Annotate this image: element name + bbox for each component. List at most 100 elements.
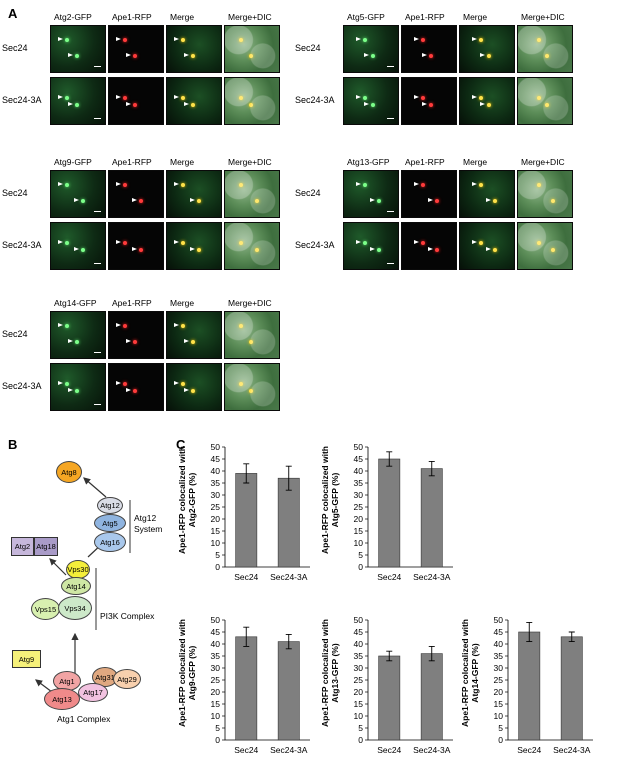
y-tick-label: 5 [358,550,363,560]
puncta [371,103,375,107]
y-tick-label: 40 [211,639,221,649]
puncta [81,199,85,203]
column-header: Merge+DIC [521,12,565,22]
puncta [545,54,549,58]
puncta [133,340,137,344]
puncta [537,183,541,187]
puncta [123,183,127,187]
puncta [191,340,195,344]
x-tick-label: Sec24 [517,745,541,755]
puncta [65,183,69,187]
micrograph-tile [517,170,573,218]
arrowhead-icon [190,247,195,251]
row-label: Sec24 [295,43,321,53]
y-tick-label: 25 [211,675,221,685]
y-tick-label: 45 [354,454,364,464]
arrowhead-icon [472,95,477,99]
micrograph-tile [343,222,399,270]
arrowhead-icon [58,240,63,244]
micrograph-tile [50,311,106,359]
row-label: Sec24-3A [295,95,335,105]
arrowhead-icon [480,53,485,57]
puncta [377,199,381,203]
puncta [239,38,243,42]
y-tick-label: 20 [494,687,504,697]
x-tick-label: Sec24-3A [413,572,451,582]
panel-b-label: B [8,437,18,452]
column-header: Ape1-RFP [405,157,445,167]
puncta [429,54,433,58]
puncta [487,54,491,58]
micrograph-tile [108,170,164,218]
arrowhead-icon [126,53,131,57]
puncta [139,248,143,252]
arrowhead-icon [364,53,369,57]
column-header: Atg2-GFP [54,12,92,22]
bar [518,631,541,741]
puncta [551,199,555,203]
arrowhead-icon [370,247,375,251]
puncta [545,103,549,107]
error-bar [428,460,435,477]
puncta [191,103,195,107]
puncta [429,103,433,107]
puncta [181,382,185,386]
column-header: Merge [170,12,195,22]
micrograph-tile [224,170,280,218]
arrowhead-icon [68,339,73,343]
row-label: Sec24-3A [2,381,42,391]
puncta [479,183,483,187]
puncta [377,248,381,252]
micrograph-tile [50,25,106,73]
arrowhead-icon [184,53,189,57]
puncta [239,183,243,187]
puncta [123,324,127,328]
puncta [239,382,243,386]
puncta [537,96,541,100]
column-header: Merge [170,157,195,167]
y-tick-label: 35 [211,651,221,661]
puncta [123,38,127,42]
arrowhead-icon [174,37,179,41]
y-tick-label: 10 [354,711,364,721]
puncta [435,199,439,203]
arrowhead-icon [126,339,131,343]
x-tick-label: Sec24-3A [413,745,451,755]
y-tick-label: 30 [211,663,221,673]
arrowhead-icon [74,198,79,202]
puncta [255,248,259,252]
pi3k-complex-label: PI3K Complex [100,611,155,621]
puncta [239,241,243,245]
y-tick-label: 15 [211,526,221,536]
y-tick-label: 25 [211,502,221,512]
arrowhead-icon [184,102,189,106]
puncta [363,241,367,245]
puncta [493,248,497,252]
pathway-arrows [35,477,131,693]
x-tick-label: Sec24-3A [270,745,308,755]
arrowhead-icon [174,240,179,244]
error-bar [386,451,393,467]
y-axis-title: Ape1-RFP colocalized with Atg5-GFP (%) [320,446,340,555]
y-tick-label: 0 [215,735,220,745]
scale-bar [94,352,101,353]
y-axis-title: Ape1-RFP colocalized with Atg2-GFP (%) [177,446,197,555]
column-header: Atg5-GFP [347,12,385,22]
y-tick-label: 20 [354,687,364,697]
error-bar [386,650,393,662]
node-atg17: Atg17 [78,683,108,702]
puncta [487,103,491,107]
puncta [363,38,367,42]
x-tick-label: Sec24-3A [553,745,591,755]
row-label: Sec24 [2,43,28,53]
micrograph-tile [166,77,222,125]
node-atg12: Atg12 [97,497,123,514]
puncta [133,389,137,393]
micrograph-tile [166,222,222,270]
y-tick-label: 45 [354,627,364,637]
bar [277,641,300,741]
node-atg18: Atg18 [34,537,58,556]
scale-bar [94,66,101,67]
y-tick-label: 15 [211,699,221,709]
